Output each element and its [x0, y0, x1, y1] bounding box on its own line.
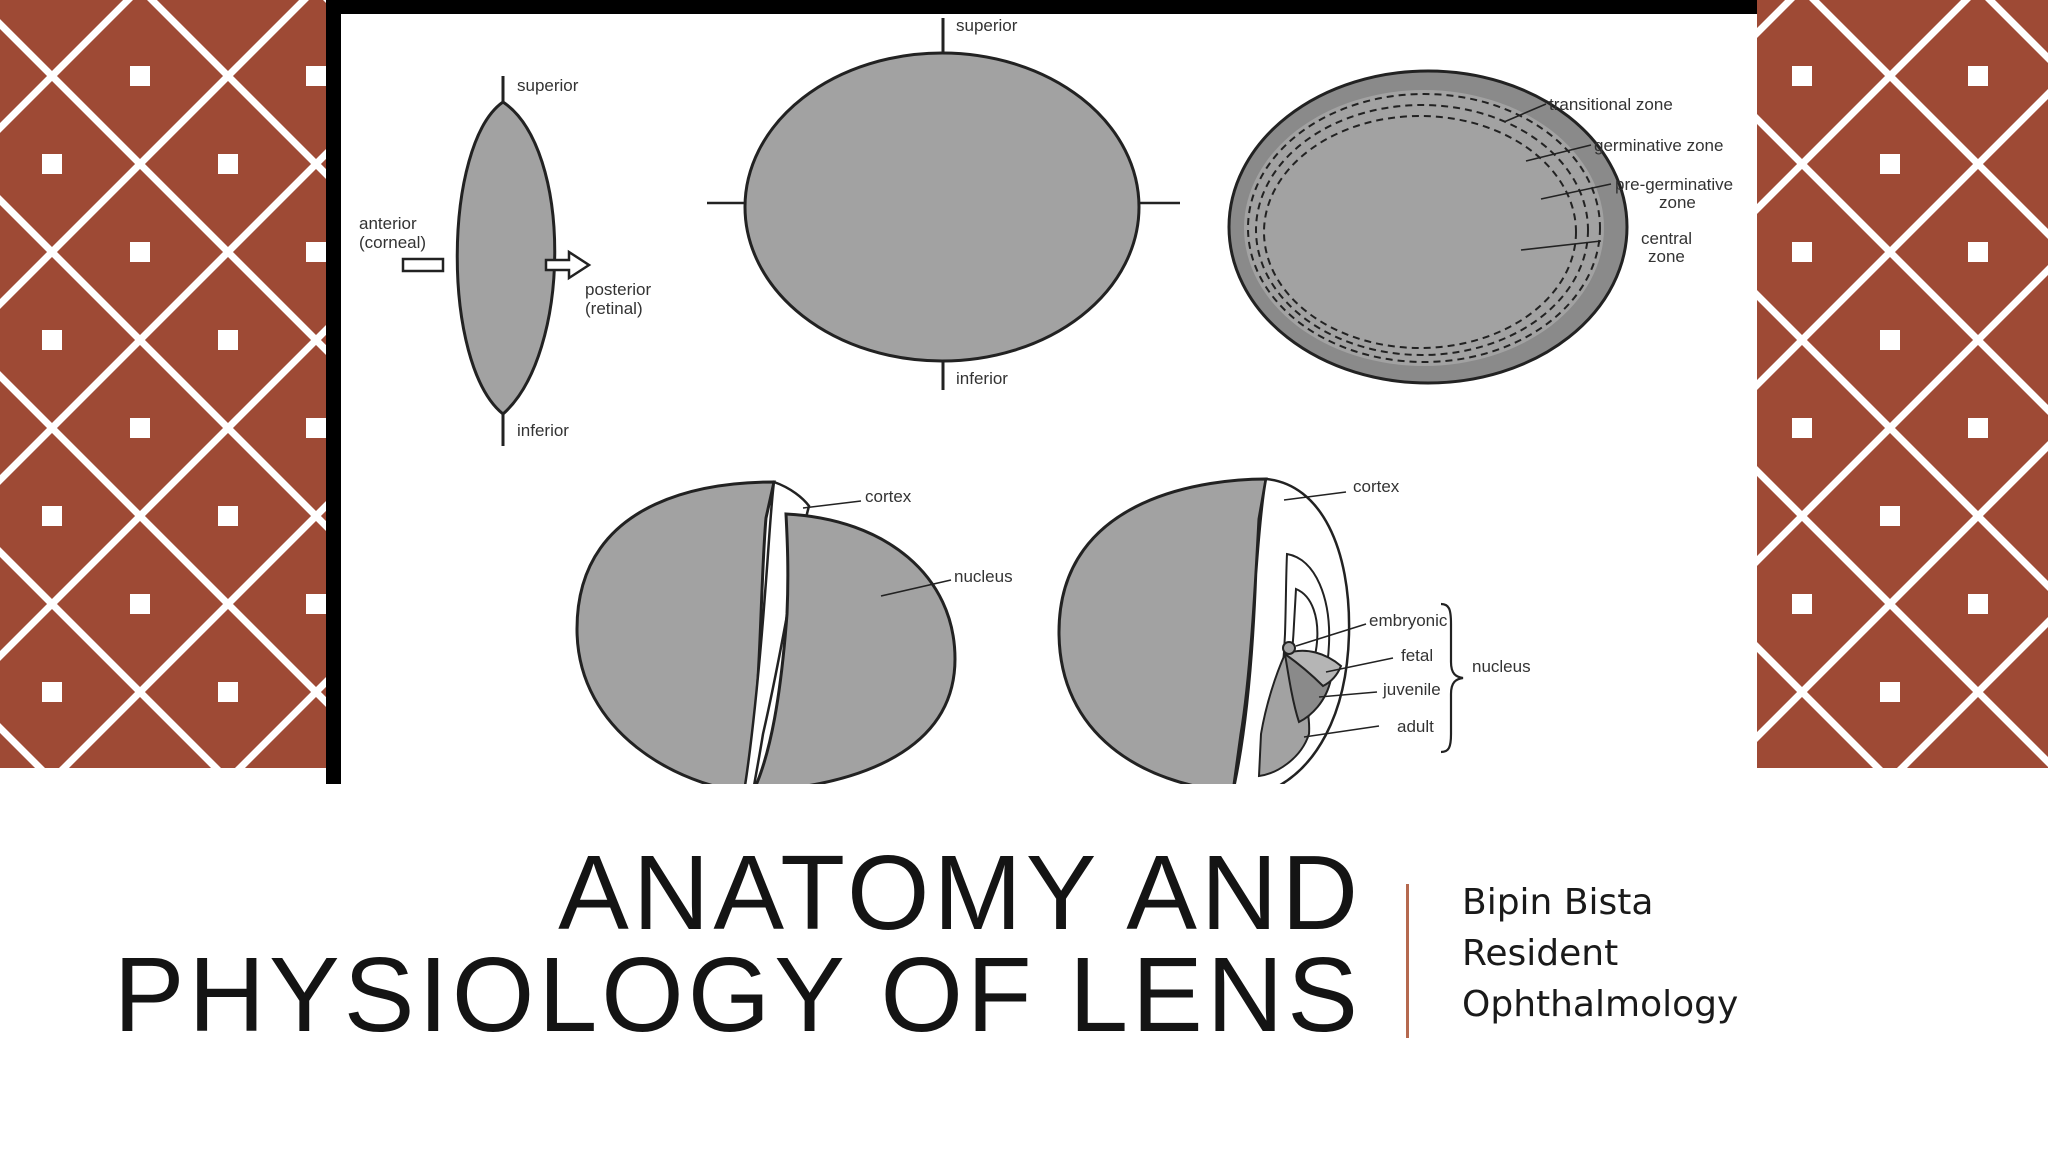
- title-divider: [1406, 884, 1409, 1038]
- label-juvenile: juvenile: [1382, 680, 1441, 699]
- slide-title: ANATOMY AND PHYSIOLOGY OF LENS: [62, 834, 1362, 1054]
- label-corneal: (corneal): [359, 233, 426, 252]
- label-transitional-zone: transitional zone: [1549, 95, 1673, 114]
- label-superior-side: superior: [517, 76, 579, 95]
- label-embryonic: embryonic: [1369, 611, 1448, 630]
- label-adult: adult: [1397, 717, 1434, 736]
- label-cortex-section: cortex: [865, 487, 912, 506]
- label-retinal: (retinal): [585, 299, 643, 318]
- author-role: Resident: [1462, 933, 1619, 974]
- decorative-pattern-left: [0, 0, 327, 768]
- label-germinative-zone: germinative zone: [1594, 136, 1723, 155]
- posterior-arrow: [544, 249, 592, 281]
- author-name: Bipin Bista: [1462, 882, 1654, 923]
- label-inferior-side: inferior: [517, 421, 569, 440]
- label-nucleus-section: nucleus: [954, 567, 1013, 586]
- label-fetal: fetal: [1401, 646, 1433, 665]
- anterior-arrow: [401, 257, 445, 273]
- author-department: Ophthalmology: [1462, 984, 1739, 1025]
- label-central: central: [1641, 229, 1692, 248]
- author-info: Bipin Bista Resident Ophthalmology: [1462, 877, 1982, 1030]
- lens-diagram: superior anterior (corneal) posterior (r…: [341, 14, 1757, 784]
- lens-side-shape: [455, 100, 557, 416]
- label-cortex-layers: cortex: [1353, 477, 1400, 496]
- label-pre-germinative-zone: zone: [1659, 193, 1696, 212]
- lens-diagram-frame: superior anterior (corneal) posterior (r…: [326, 0, 1757, 784]
- decorative-pattern-right: [1757, 0, 2048, 768]
- lens-front-shape: [743, 51, 1141, 363]
- label-inferior-front: inferior: [956, 369, 1008, 388]
- label-pre-germinative: pre-germinative: [1615, 175, 1733, 194]
- lens-front-view: superior inferior: [707, 16, 1180, 390]
- title-line-2: PHYSIOLOGY OF LENS: [113, 936, 1362, 1054]
- label-posterior: posterior: [585, 280, 651, 299]
- label-anterior: anterior: [359, 214, 417, 233]
- label-nucleus-bracket: nucleus: [1472, 657, 1531, 676]
- label-central-zone: zone: [1648, 247, 1685, 266]
- lens-layers-view: cortex embryonic fetal juvenile adult nu…: [1057, 477, 1531, 784]
- lens-section-view: cortex nucleus: [575, 480, 1013, 784]
- lens-side-view: superior anterior (corneal) posterior (r…: [359, 76, 651, 446]
- label-superior-front: superior: [956, 16, 1018, 35]
- title-line-1: ANATOMY AND: [558, 834, 1362, 952]
- lens-zones-view: transitional zone germinative zone pre-g…: [1227, 69, 1733, 385]
